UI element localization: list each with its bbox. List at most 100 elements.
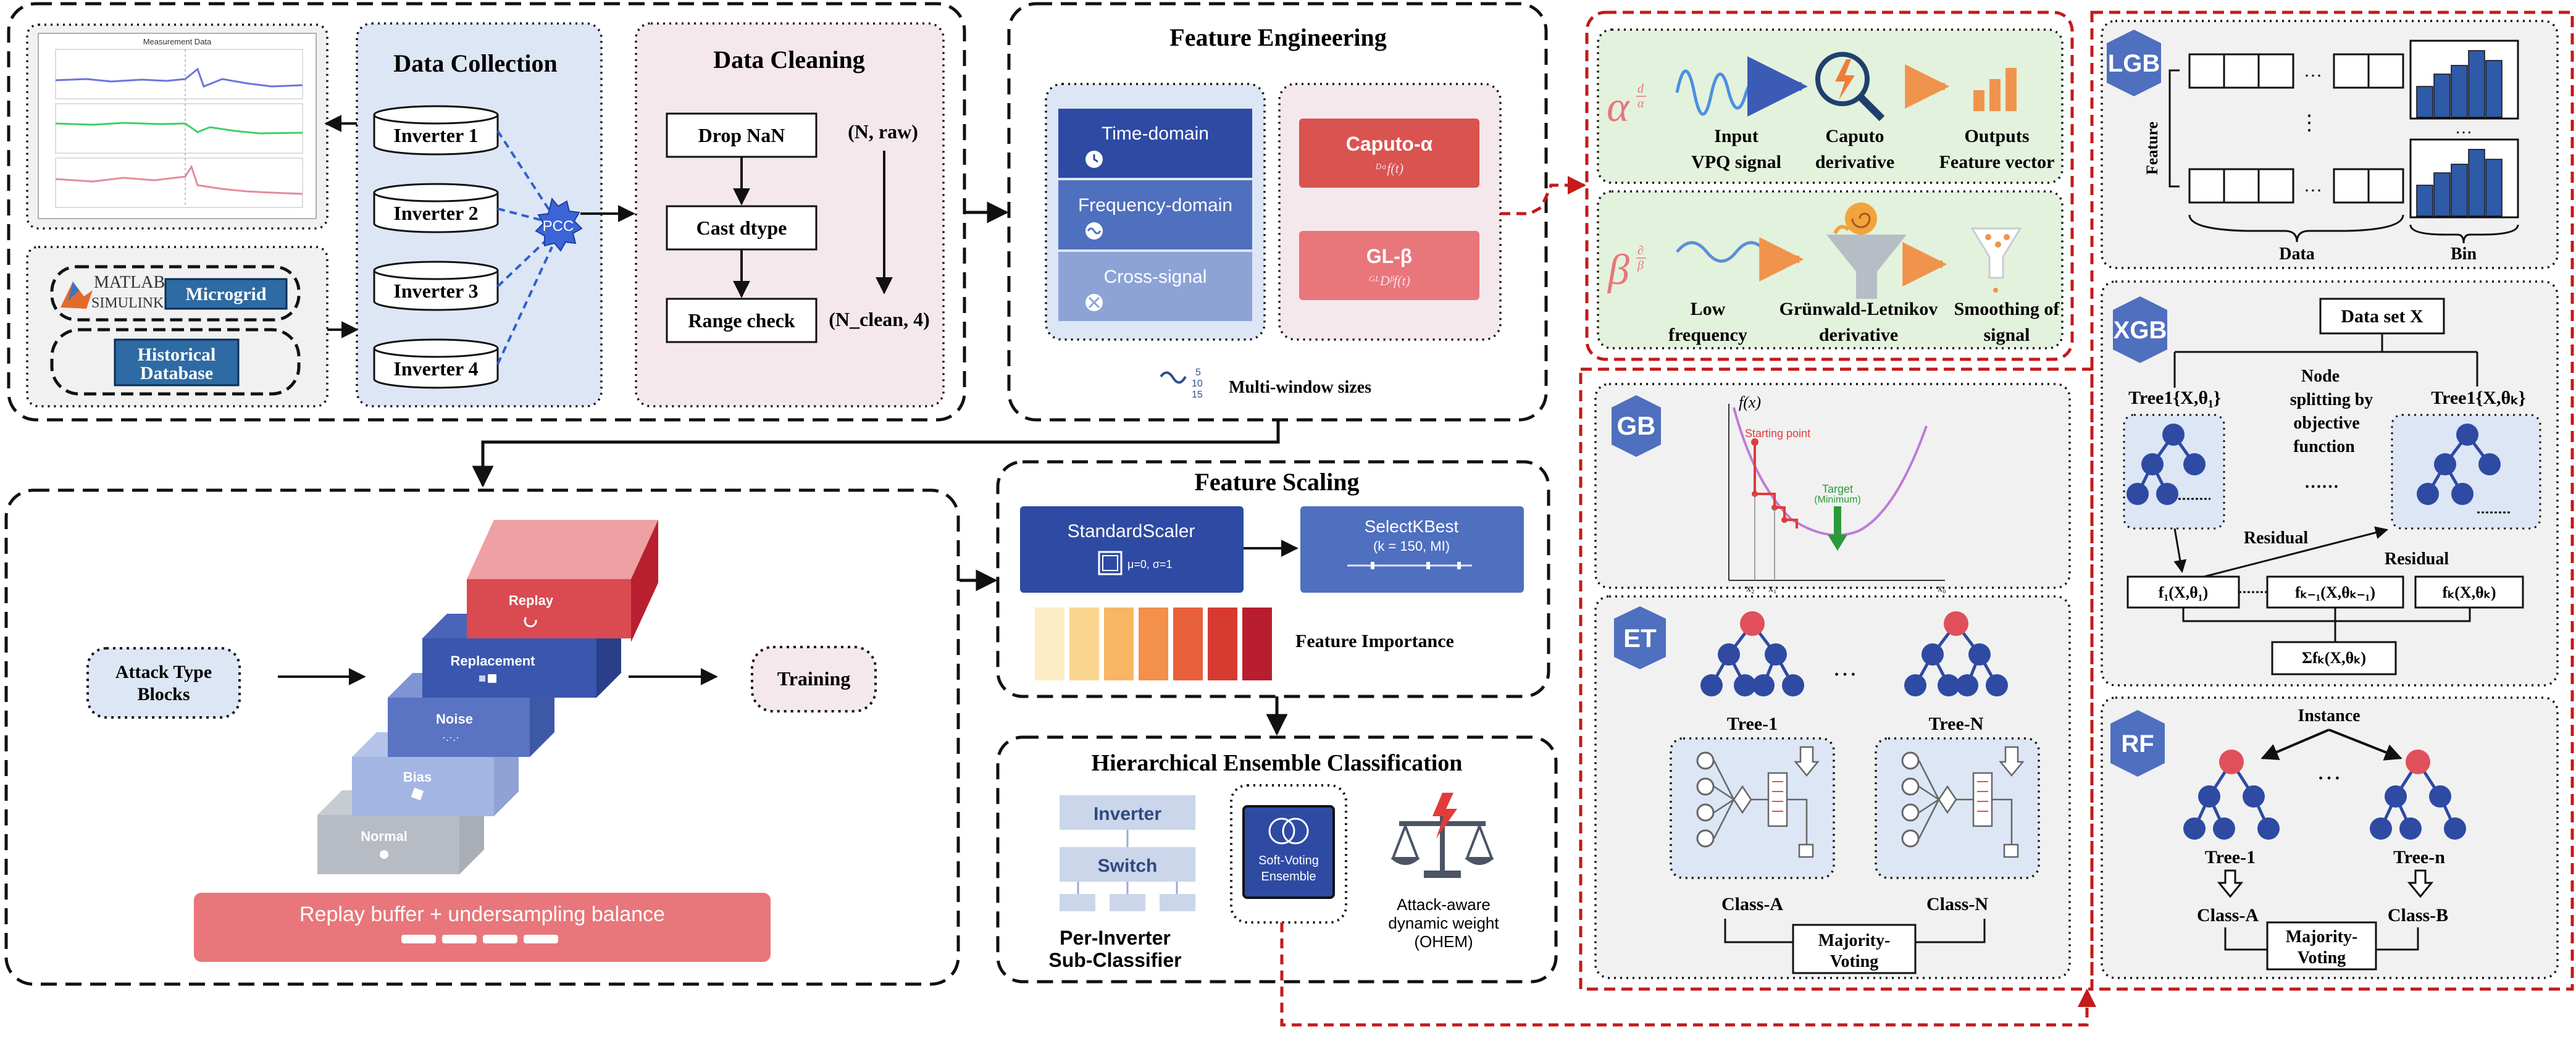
- inverter-1-cylinder: Inverter 1: [373, 105, 499, 156]
- et-aggregator-n: [1875, 737, 2040, 879]
- drop-nan-box: [666, 112, 818, 158]
- gb-et-frame: [1579, 367, 2094, 991]
- microgrid-box: [164, 278, 288, 310]
- block-replay-label: Replay: [509, 593, 554, 608]
- rf-vote-line2: Voting: [2298, 948, 2346, 967]
- xgb-sum-label: Σfₖ(X,θₖ): [2302, 649, 2366, 667]
- rf-class-a: Class-A: [2197, 905, 2259, 925]
- attack-aware-label-1: Attack-aware: [1397, 895, 1491, 914]
- rf-majority-voting-box: [2266, 921, 2377, 971]
- importance-swatch: [1069, 608, 1099, 680]
- replacement-icon: [488, 674, 496, 683]
- venn-icon: [1268, 817, 1295, 845]
- xgb-residual-2: Residual: [2385, 549, 2449, 569]
- matlab-label: MATLAB: [94, 273, 165, 292]
- xgb-dots: ……: [2304, 473, 2339, 492]
- xgb-node-split-4: function: [2293, 437, 2355, 456]
- rf-class-b: Class-B: [2388, 905, 2448, 925]
- xgb-tree-k: [2391, 414, 2541, 530]
- rf-tree-1: [2183, 750, 2280, 840]
- attack-type-box: [86, 647, 241, 719]
- et-badge-label: ET: [1623, 624, 1657, 653]
- replay-buffer-label: Replay buffer + undersampling balance: [299, 903, 665, 926]
- rf-tree-n: [2370, 750, 2466, 840]
- inverter-level-box: [1060, 795, 1195, 830]
- lgb-badge-label: LGB: [2108, 50, 2160, 77]
- gb-target-label-2: (Minimum): [1814, 495, 1861, 505]
- xgb-fk1-label: fₖ₋₁(X,θₖ₋₁): [2295, 583, 2375, 601]
- gb-x2: x₂: [1746, 583, 1755, 594]
- chart-thumbnail-title: Measurement Data: [143, 37, 212, 46]
- beta-smoothing-label-2: signal: [1983, 325, 2030, 345]
- switch-level-box: [1060, 847, 1195, 882]
- xgb-f1-label: f₁(X,θ₁): [2159, 583, 2208, 601]
- svg-text:d: d: [1637, 82, 1644, 96]
- xgb-node-split-1: Node: [2301, 367, 2340, 386]
- normal-icon: [380, 850, 388, 859]
- attack-blocks-stack: Normal Bias Noise ·.·.· Replacement: [317, 520, 658, 874]
- bias-icon: [411, 787, 424, 801]
- inverter-2-cylinder: Inverter 2: [373, 183, 499, 233]
- cast-dtype-box: [666, 205, 818, 251]
- xgb-treek-label: Tree1{X,θₖ}: [2431, 388, 2525, 408]
- gb-start-label: Starting point: [1745, 427, 1810, 440]
- inverter-3-label: Inverter 3: [393, 280, 478, 302]
- lgb-vdots: ⋮: [2299, 112, 2320, 135]
- red-link-top: [1500, 176, 1586, 215]
- multi-window-icon: 5 10 15: [1160, 367, 1203, 400]
- xgb-fk-label: fₖ(X,θₖ): [2443, 583, 2496, 601]
- xgb-sum-box: [2271, 641, 2397, 675]
- et-vote-line2: Voting: [1830, 952, 1878, 971]
- lgb-hexagon-badge: [2107, 30, 2161, 96]
- window-size-15: 15: [1192, 390, 1203, 400]
- gl-formula: ᴳᴸDᵝf(t): [1368, 273, 1410, 288]
- et-tree-n-label: Tree-N: [1929, 714, 1984, 734]
- soft-voting-label-1: Soft-Voting: [1258, 854, 1319, 867]
- feature-engineering-title: Feature Engineering: [1169, 23, 1386, 51]
- lgb-dots-bottom: …: [2304, 175, 2322, 196]
- balance-scale-icon: [1390, 793, 1494, 878]
- et-majority-voting-box: [1792, 924, 1917, 974]
- svg-text:β: β: [1637, 259, 1644, 272]
- inverter-level-label: Inverter: [1094, 804, 1161, 824]
- lgb-bin-label: Bin: [2451, 244, 2477, 264]
- window-size-10: 10: [1192, 378, 1203, 389]
- window-size-5: 5: [1195, 367, 1201, 378]
- xgb-f1-box: [2126, 575, 2240, 609]
- selectkbest-params: (k = 150, MI): [1373, 538, 1450, 554]
- beta-smoothing-label-1: Smoothing of: [1954, 299, 2060, 319]
- sub-classifier-2: [1110, 894, 1145, 911]
- noise-icon: ·.·.·: [442, 731, 459, 743]
- gb-x1: x₁: [1768, 583, 1777, 594]
- caputo-formula: ᴰᵅf(t): [1375, 161, 1403, 176]
- pcc-label: PCC: [543, 218, 574, 235]
- attack-aware-label-3: (OHEM): [1414, 932, 1473, 951]
- lgb-histogram-top: [2409, 40, 2519, 120]
- rf-ellipsis: …: [2317, 757, 2341, 785]
- sub-classifier-1: [1060, 894, 1095, 911]
- beta-input-label-2: frequency: [1668, 325, 1747, 345]
- lgb-data-row-bottom: [2188, 168, 2404, 204]
- lgb-data-row-top: [2188, 53, 2404, 89]
- data-panel-frame: [7, 2, 966, 422]
- caputo-label: Caputo-α: [1346, 133, 1433, 155]
- gb-fx-label: f(x): [1739, 393, 1761, 411]
- magnifier-lightning-icon: [1815, 52, 1885, 122]
- replay-buffer-bar: [194, 893, 771, 962]
- attack-training-panel: [4, 488, 960, 986]
- per-inverter-label-1: Per-Inverter: [1060, 927, 1171, 949]
- block-normal-label: Normal: [361, 829, 408, 844]
- sub-classifier-3: [1160, 894, 1195, 911]
- lgb-histogram-bottom: [2409, 138, 2519, 219]
- feature-scaling-panel: [996, 460, 1550, 698]
- rf-hexagon-badge: [2110, 710, 2165, 777]
- et-vote-line1: Majority-: [1818, 931, 1891, 950]
- alpha-input-label-2: VPQ signal: [1691, 152, 1781, 172]
- rf-tree-1-label: Tree-1: [2205, 847, 2256, 867]
- soft-voting-group: [1230, 784, 1347, 924]
- arrow-to-attack-panel: [472, 420, 1280, 488]
- et-aggregator-1: [1670, 737, 1835, 879]
- importance-swatch: [1139, 608, 1168, 680]
- pcc-star-icon: [535, 197, 583, 252]
- lightning-icon: [1432, 793, 1457, 838]
